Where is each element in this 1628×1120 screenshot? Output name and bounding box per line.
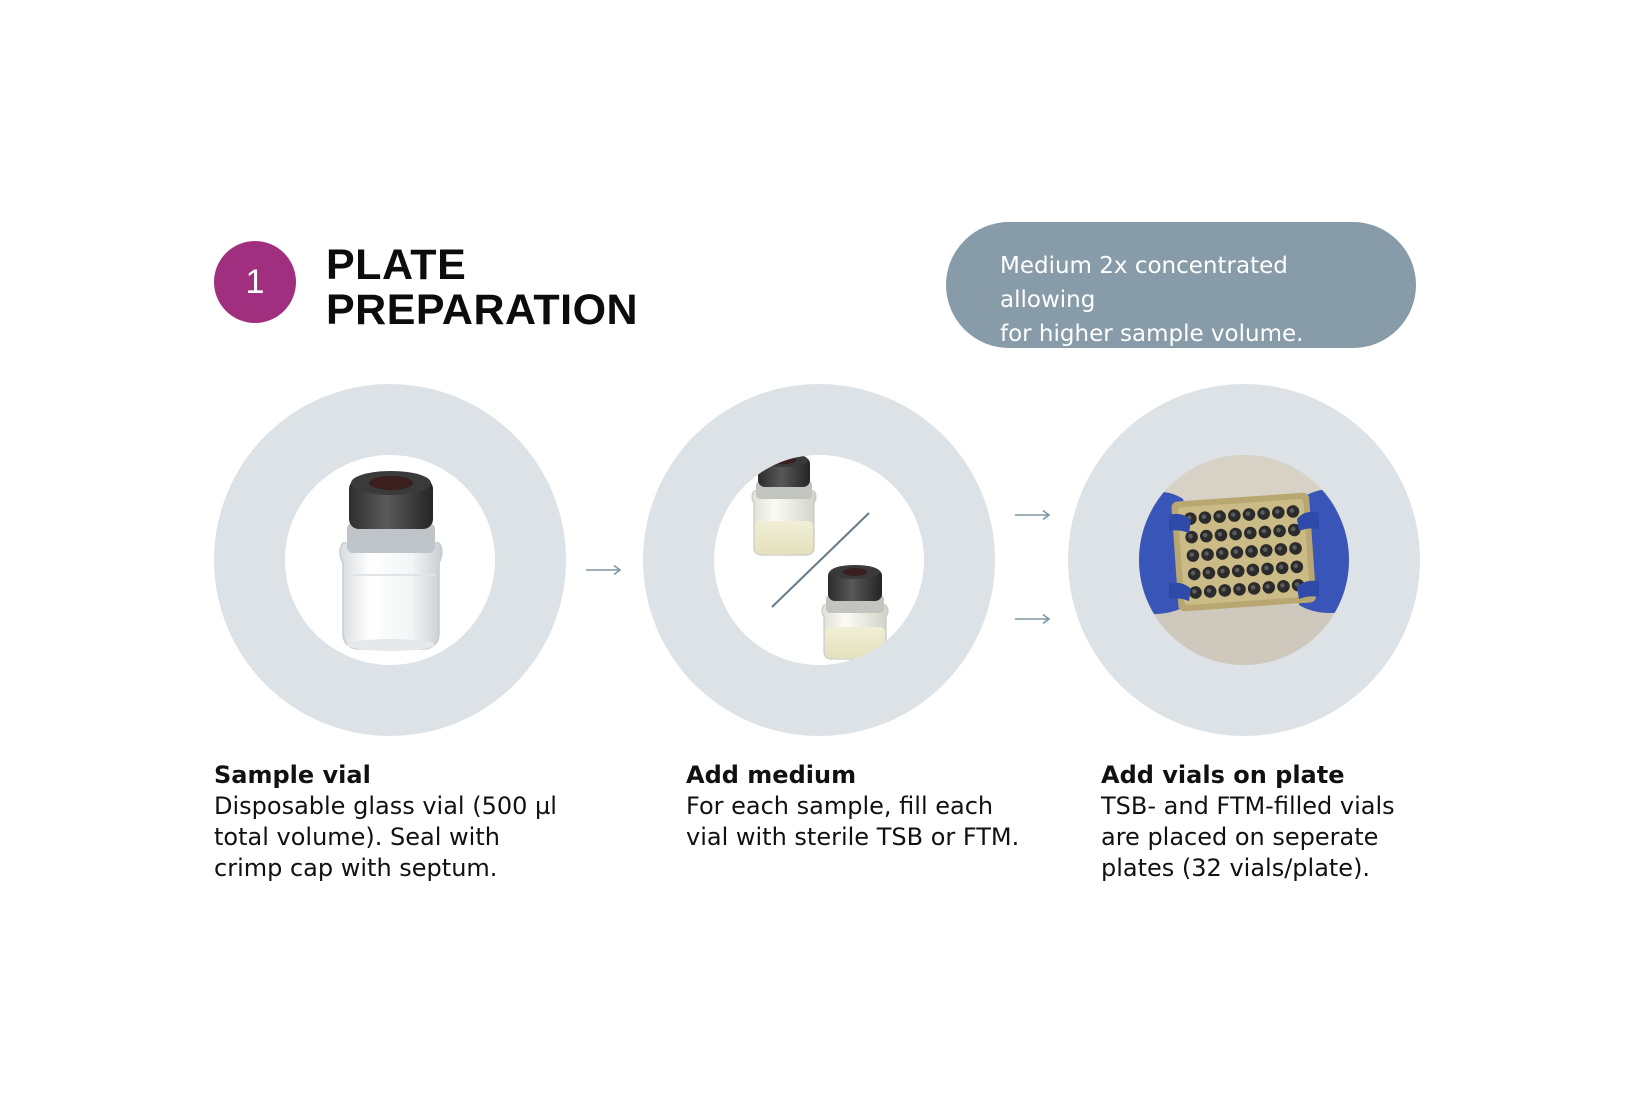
step-3-line-1: TSB- and FTM-filled vials	[1101, 792, 1395, 820]
step-1-line-1: Disposable glass vial (500 µl	[214, 792, 557, 820]
plate-well-highlight	[1221, 587, 1227, 592]
plate-well-highlight	[1202, 532, 1208, 538]
medium-vials-icon	[751, 455, 889, 660]
step-3-image	[1139, 455, 1349, 665]
sample-vial-icon	[339, 471, 443, 651]
step-1-title: Sample vial	[214, 761, 371, 789]
section-title-line-2: PREPARATION	[326, 286, 639, 334]
plate-well-highlight	[1230, 512, 1236, 517]
step-number-badge: 1	[214, 241, 296, 323]
plate-well-highlight	[1260, 510, 1265, 515]
step-3-circle	[1068, 384, 1420, 736]
step-2-caption: Add medium For each sample, fill each vi…	[686, 760, 1019, 853]
plate-well-highlight	[1201, 514, 1207, 520]
plate-well-highlight	[1216, 513, 1221, 518]
plate-well-highlight	[1190, 570, 1196, 576]
medium-note: Medium 2x concentrated allowing for high…	[946, 222, 1416, 348]
step-number: 1	[245, 262, 265, 301]
plate-well-highlight	[1218, 550, 1224, 555]
tsb-vial-icon	[751, 455, 817, 556]
step-3-line-2: are placed on seperate	[1101, 823, 1379, 851]
plate-well-highlight	[1236, 586, 1241, 591]
step-1-image	[285, 455, 495, 665]
step-1-caption: Sample vial Disposable glass vial (500 µ…	[214, 760, 557, 884]
plate-well-highlight	[1233, 549, 1239, 554]
step-3-title: Add vials on plate	[1101, 761, 1345, 789]
plate-well-highlight	[1262, 547, 1268, 552]
section-title: PLATE PREPARATION	[326, 243, 638, 333]
plate-well-highlight	[1188, 533, 1193, 539]
plate-well-highlight	[1245, 511, 1251, 516]
step-1-line-3: crimp cap with septum.	[214, 854, 498, 882]
plate-well-highlight	[1189, 552, 1195, 557]
plate-well-highlight	[1277, 546, 1283, 551]
plate-well-highlight	[1249, 566, 1255, 572]
plate-well-highlight	[1232, 530, 1237, 536]
plate-well-highlight	[1278, 564, 1284, 570]
arrow-right-icon	[586, 564, 622, 576]
plate-well-highlight	[1289, 508, 1295, 513]
plate-well-highlight	[1274, 509, 1280, 514]
plate-well-highlight	[1290, 526, 1296, 532]
plate-well-highlight	[1206, 588, 1212, 593]
plate-well-highlight	[1248, 548, 1253, 553]
plate-well-highlight	[1264, 565, 1269, 571]
step-2-line-1: For each sample, fill each	[686, 792, 994, 820]
plate-well-highlight	[1246, 529, 1252, 535]
step-3-caption: Add vials on plate TSB- and FTM-filled v…	[1101, 760, 1395, 884]
medium-note-line-2: for higher sample volume.	[1000, 321, 1304, 347]
plate-well-highlight	[1192, 589, 1197, 594]
step-1-circle	[214, 384, 566, 736]
plate-well-highlight	[1265, 584, 1271, 589]
arrow-right-icon-upper	[1015, 509, 1051, 521]
step-2-title: Add medium	[686, 761, 857, 789]
plate-well-highlight	[1261, 528, 1267, 534]
step-2-line-2: vial with sterile TSB or FTM.	[686, 823, 1020, 851]
medium-note-line-1: Medium 2x concentrated allowing	[1000, 253, 1288, 313]
step-2-image	[714, 455, 924, 665]
step-3-line-3: plates (32 vials/plate).	[1101, 854, 1371, 882]
plate-well-highlight	[1280, 583, 1285, 588]
plate-well-highlight	[1250, 585, 1256, 590]
plate-well-highlight	[1205, 569, 1211, 575]
plate-well-highlight	[1217, 531, 1223, 537]
plate-well-highlight	[1234, 567, 1240, 573]
plate-well-highlight	[1293, 563, 1299, 569]
ftm-vial-icon	[821, 565, 889, 660]
vial-plate-icon	[1139, 455, 1349, 665]
plate-well-highlight	[1294, 582, 1300, 587]
plate-well-highlight	[1220, 568, 1225, 574]
plate-well-highlight	[1204, 551, 1209, 556]
arrow-right-icon-lower	[1015, 613, 1051, 625]
section-title-line-1: PLATE	[326, 241, 467, 289]
plate-wells	[1184, 505, 1305, 599]
step-1-line-2: total volume). Seal with	[214, 823, 500, 851]
plate-well-highlight	[1276, 527, 1281, 533]
plate-well-highlight	[1292, 545, 1297, 550]
step-2-circle	[643, 384, 995, 736]
